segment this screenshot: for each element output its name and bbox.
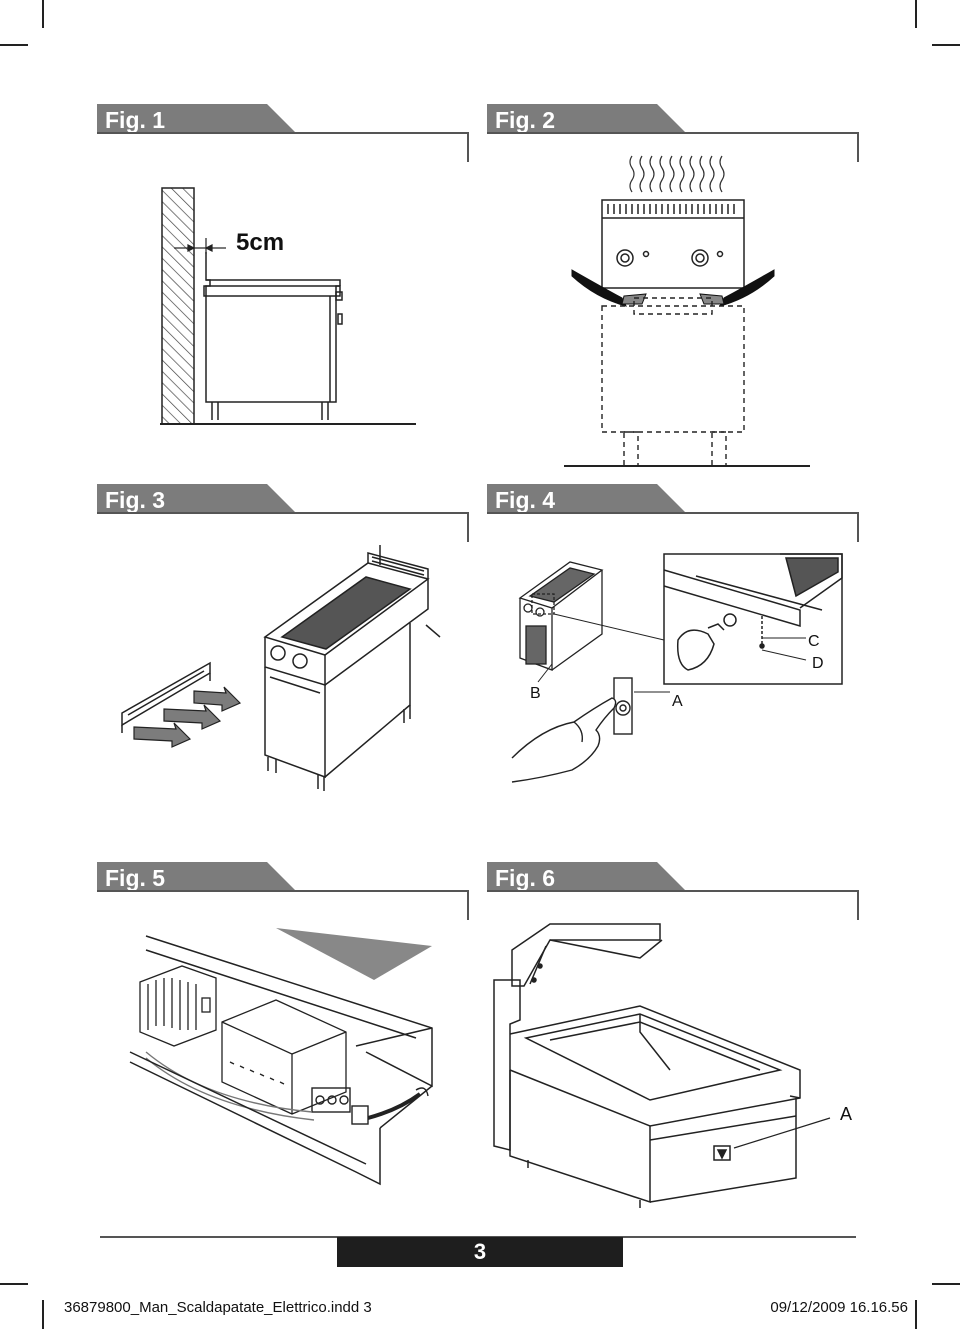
fig-4-label: Fig. 4 (495, 487, 556, 513)
slug-datetime: 09/12/2009 16.16.56 (770, 1299, 908, 1316)
dimension-arrow (174, 238, 226, 254)
fig-4-illustration: B A C D (500, 550, 860, 790)
hand-pressing (511, 697, 617, 783)
fig-tab (97, 104, 297, 134)
worktop (145, 928, 433, 1088)
rocker-switch (613, 677, 633, 735)
airflow-arrows (571, 269, 775, 307)
leader-line (733, 1117, 831, 1149)
crop-mark (932, 1283, 960, 1285)
terminal-block (139, 965, 217, 1047)
fig-6-label: Fig. 6 (495, 865, 556, 891)
fig-tab (97, 862, 297, 892)
wall (161, 187, 195, 425)
callout-d: D (812, 655, 824, 672)
packaging-panel (121, 661, 211, 733)
detail-box (663, 553, 843, 685)
fig-6-header: Fig. 6 (487, 862, 859, 920)
warmer-body (493, 979, 801, 1208)
crop-mark (0, 44, 28, 46)
base-cabinet-outline (601, 297, 745, 467)
fig-2-illustration (560, 148, 820, 473)
heat-waves (629, 155, 725, 193)
fig-1-header: Fig. 1 (97, 104, 469, 162)
crop-mark (0, 1283, 28, 1285)
slug-file: 36879800_Man_Scaldapatate_Elettrico.indd… (64, 1299, 372, 1316)
appliance-perspective (263, 545, 441, 791)
fig-6-callout-a: A (840, 1104, 852, 1124)
fig-1-illustration: 5cm (140, 180, 430, 430)
fig-5-illustration (126, 922, 446, 1192)
crop-mark (915, 0, 917, 28)
appliance-side-view (203, 252, 343, 420)
fig-4-header: Fig. 4 (487, 484, 859, 542)
fig-3-label: Fig. 3 (105, 487, 166, 513)
appliance-front-view (601, 199, 745, 289)
fig-tab (97, 484, 297, 514)
fig-3-illustration (110, 545, 450, 795)
callout-a: A (672, 693, 683, 710)
fig-6-illustration: A (490, 910, 860, 1210)
leader-lines (537, 613, 807, 693)
fig-tab (487, 104, 687, 134)
heating-element-box (221, 999, 347, 1115)
fig-5-label: Fig. 5 (105, 865, 166, 891)
crop-mark (42, 0, 44, 28)
fig-2-label: Fig. 2 (495, 107, 556, 133)
appliance-small (518, 561, 604, 671)
callout-c: C (808, 633, 820, 650)
connector-and-cable (145, 1051, 429, 1125)
page-number: 3 (337, 1237, 623, 1267)
fig-1-clearance-label: 5cm (236, 229, 284, 256)
crop-mark (932, 44, 960, 46)
fig-3-header: Fig. 3 (97, 484, 469, 542)
pull-arrows (133, 686, 242, 748)
fig-tab (487, 862, 687, 892)
crop-mark (915, 1300, 917, 1329)
fig-5-header: Fig. 5 (97, 862, 469, 920)
fig-tab (487, 484, 687, 514)
fig-2-header: Fig. 2 (487, 104, 859, 162)
fig-1-label: Fig. 1 (105, 107, 166, 133)
crop-mark (42, 1300, 44, 1329)
callout-b: B (530, 685, 541, 702)
base-tray (129, 1051, 433, 1186)
warmer-hood (511, 923, 663, 987)
